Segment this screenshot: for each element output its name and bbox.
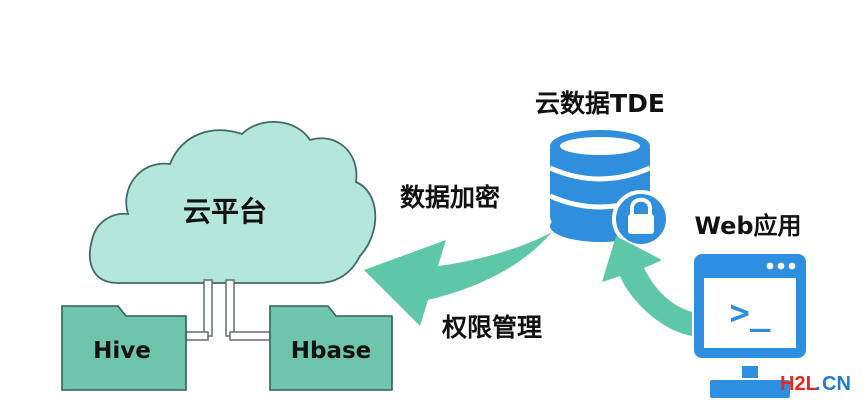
connector-left-vertical [203,279,213,337]
watermark-cn: CN [822,373,851,395]
folder-icon [61,305,187,391]
cloud-icon [88,121,377,284]
hbase-label: Hbase [291,338,372,364]
hive-folder: Hive [61,305,187,391]
encrypt-label: 数据加密 [400,183,500,212]
folder-icon [269,305,393,391]
access-label: 权限管理 [441,313,542,342]
terminal-window-icon: >_ [694,254,806,358]
connector-right-vertical [225,279,235,337]
web-label: Web应用 [694,212,801,240]
up-arrow-icon [602,236,692,336]
left-arrow-icon [364,232,552,326]
encryption-arrow [364,232,552,326]
watermark-dot: . [815,373,821,395]
watermark-text: H2L [780,373,818,395]
watermark-logo: H2L . CN [780,373,851,395]
lock-icon [612,190,670,248]
tde-label: 云数据TDE [535,89,665,118]
cloud-connectors [185,279,271,341]
cloud-platform: 云平台 [88,121,377,284]
terminal-prompt: >_ [730,293,771,333]
connector-right-horizontal [229,331,271,341]
network-icon [710,366,790,398]
hbase-folder: Hbase [269,305,393,391]
hive-label: Hive [93,338,151,364]
web-access-arrow [602,236,692,336]
cloud-label: 云平台 [183,195,267,228]
connector-left-horizontal [185,331,209,341]
